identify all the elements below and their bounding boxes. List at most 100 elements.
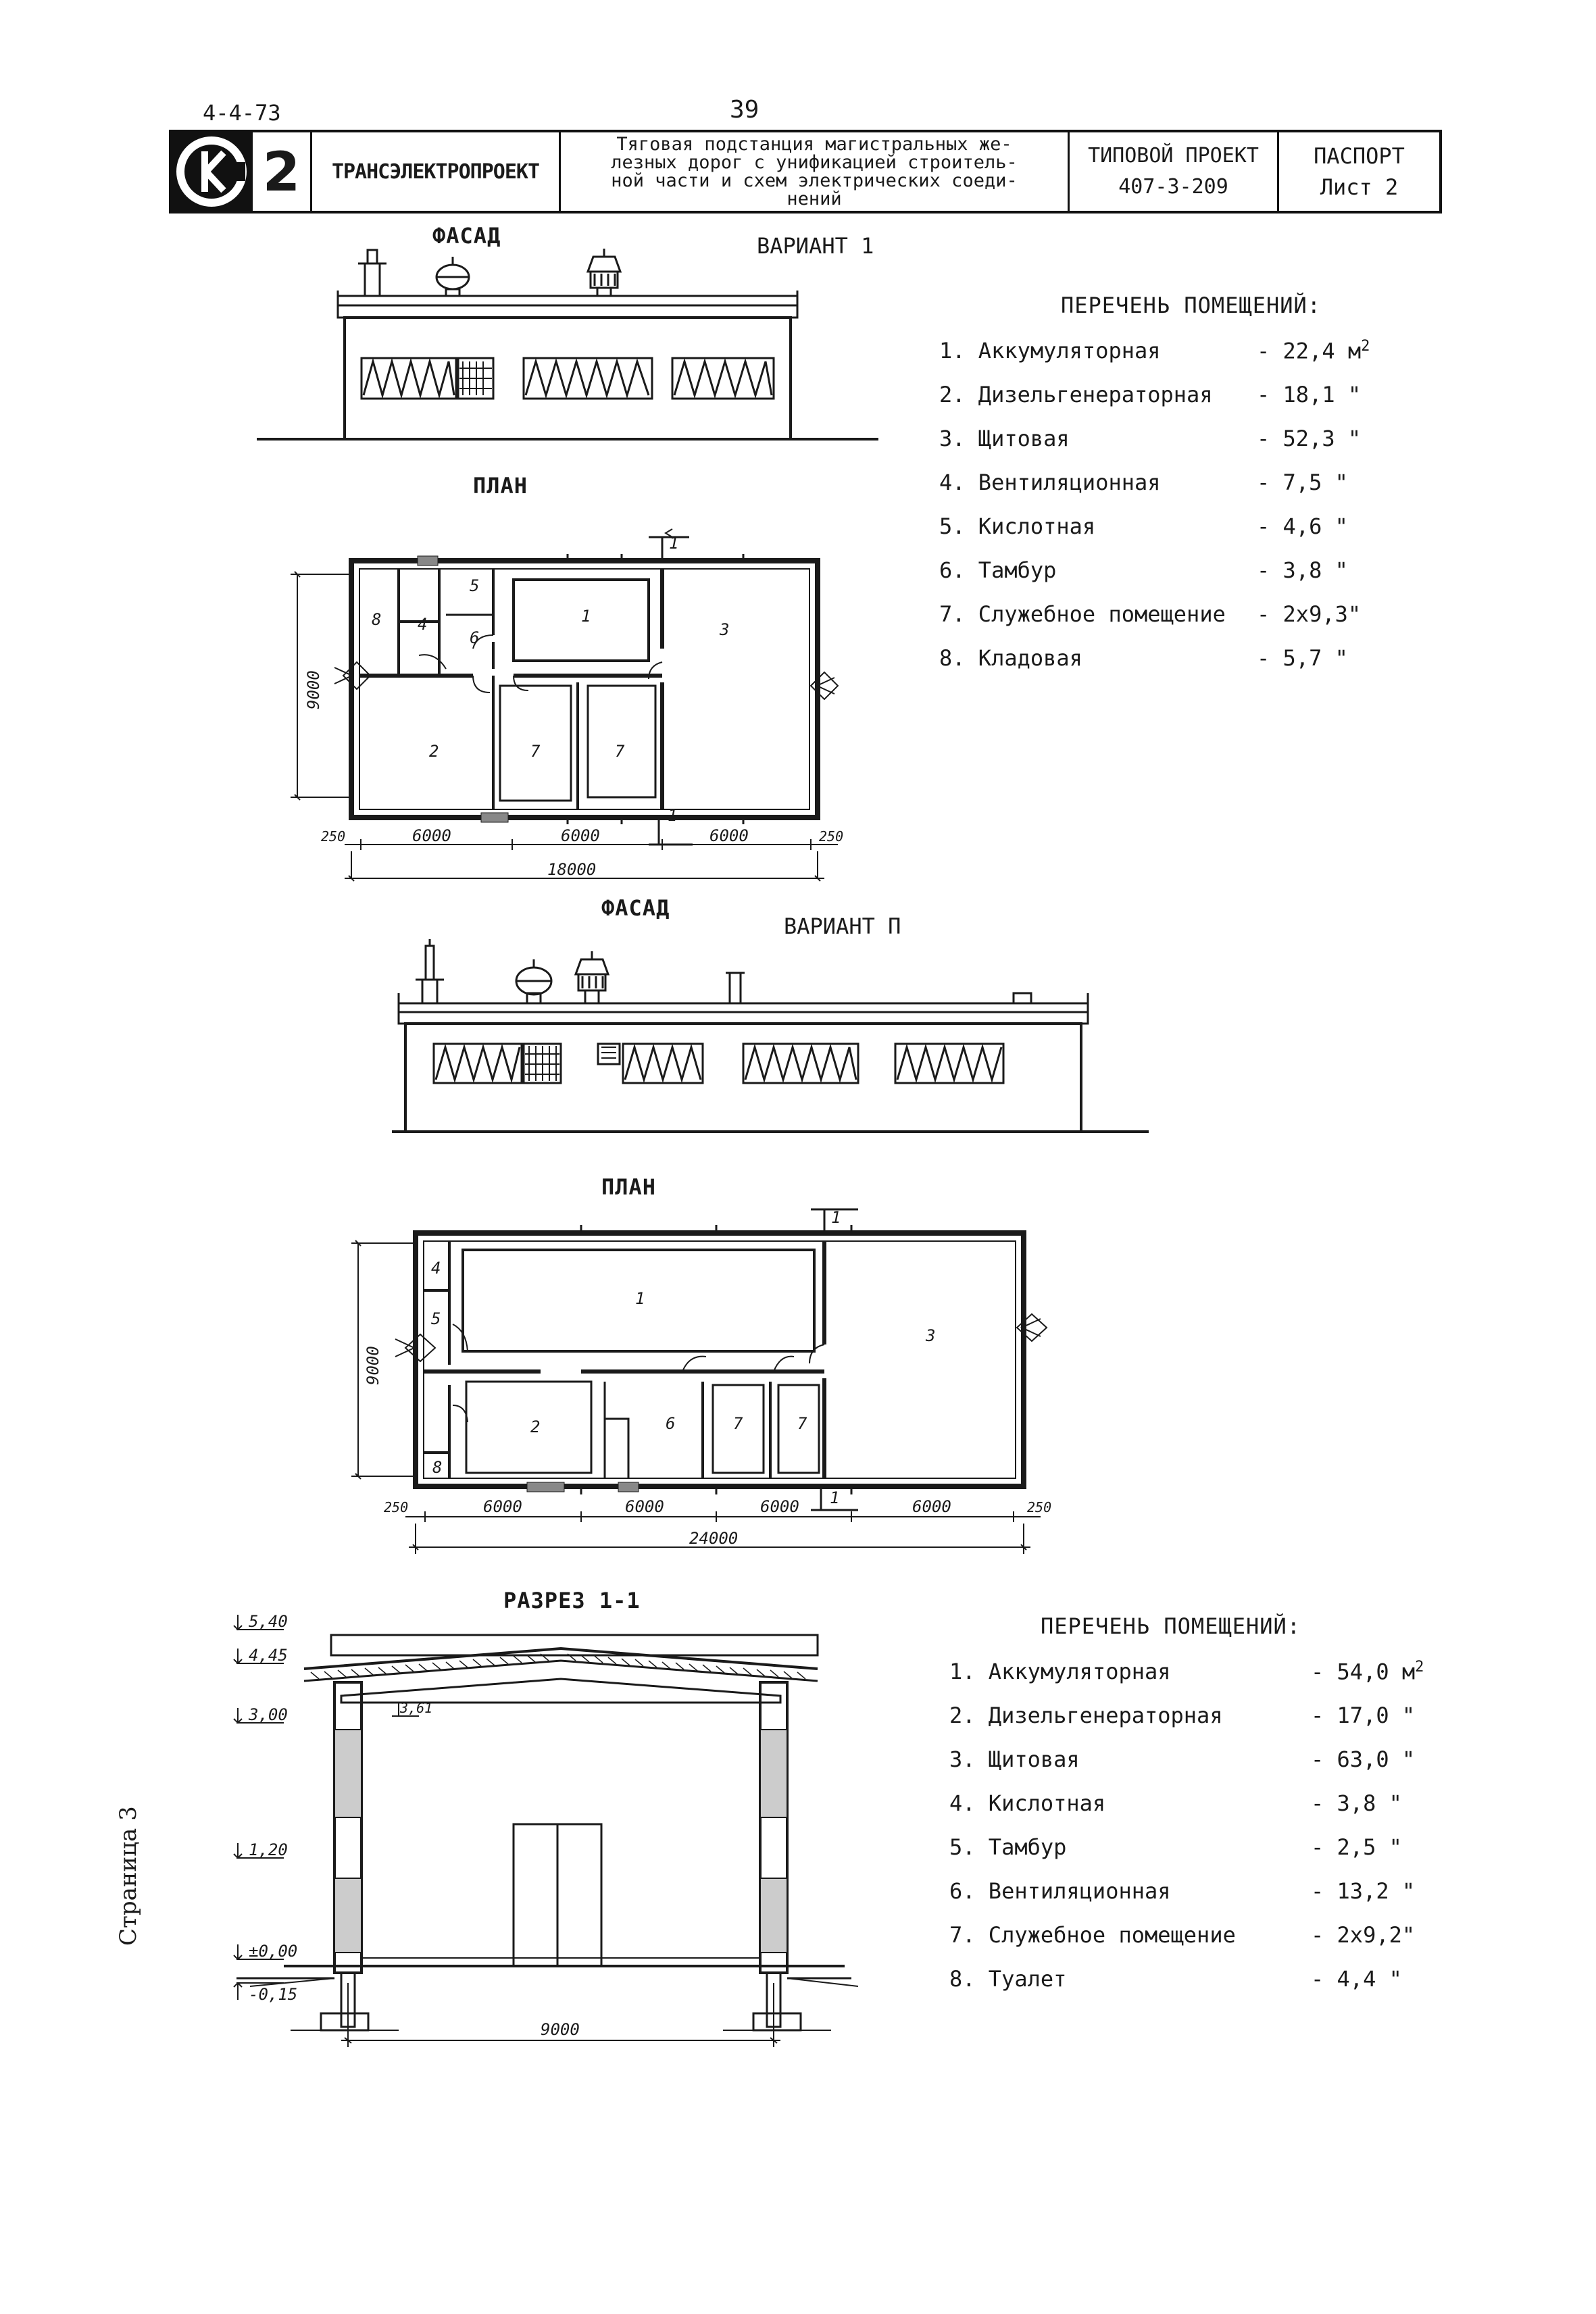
parapet	[330, 1634, 819, 1657]
entrance-door-right	[1016, 1313, 1048, 1342]
room-area: - 13,2 "	[1311, 1878, 1416, 1904]
list-item: 7. Служебное помещение	[939, 601, 1226, 627]
level-540: 5,40	[249, 1612, 288, 1631]
room-number-2: 2	[429, 742, 439, 761]
plan-drawing-v1: 1 2 3 4 5 6 7 7 8 1 1 9000 250 6000 6000…	[291, 528, 843, 882]
dimension-6000: 6000	[412, 826, 451, 845]
dimension-6000: 6000	[760, 1497, 799, 1516]
list-item: 8. Кладовая	[939, 645, 1082, 671]
dimension-250: 250	[321, 828, 345, 845]
room-area: - 3,8 "	[1311, 1790, 1402, 1816]
building-wall	[343, 316, 792, 441]
total-dimension: 24000	[689, 1529, 738, 1548]
room-number-7: 7	[530, 742, 541, 761]
chimney	[728, 972, 742, 1005]
level-300: 3,00	[248, 1705, 288, 1724]
entrance-door-right	[809, 671, 839, 701]
parapet	[397, 1002, 1089, 1025]
window	[894, 1042, 1005, 1084]
room-number-3: 3	[925, 1326, 935, 1345]
variant-1-label: ВАРИАНТ 1	[757, 233, 874, 259]
room-area: - 63,0 "	[1311, 1746, 1416, 1772]
room-number-5: 5	[431, 1309, 441, 1328]
plan-height-dimension: 9000	[364, 1346, 382, 1385]
entrance-door-left	[334, 661, 372, 690]
vent-grille	[597, 1042, 621, 1065]
section-mark-label: 1	[830, 1488, 839, 1507]
level-000: ±0,00	[249, 1942, 297, 1961]
section-mark-top	[811, 1208, 858, 1233]
parapet	[336, 295, 799, 319]
room-area: - 2,5 "	[1311, 1834, 1402, 1860]
room-area: - 5,7 "	[1257, 645, 1348, 671]
project-description: Тяговая подстанция магистральных же- лез…	[561, 132, 1070, 211]
variant-2-label: ВАРИАНТ П	[784, 913, 901, 939]
vent-grille	[457, 357, 495, 400]
title-block: 2 ТРАНСЭЛЕКТРОПРОЕКТ Тяговая подстанция …	[169, 130, 1442, 213]
pipe-outlet	[1012, 992, 1032, 1005]
plan-drawing-v2: 1 2 3 4 5 6 7 7 8 1 1 9000 250 6000 6000…	[351, 1208, 1051, 1554]
list-item: 2. Дизельгенераторная	[949, 1703, 1223, 1728]
project-label: ТИПОВОЙ ПРОЕКТ	[1088, 144, 1259, 168]
chimney	[364, 262, 381, 297]
document-code: 4-4-73	[203, 100, 281, 126]
room-list-title-v2: ПЕРЕЧЕНЬ ПОМЕЩЕНИЙ:	[1041, 1613, 1301, 1639]
section-drawing: 5,40 4,45 3,00 1,20 ±0,00 -0,15 3,61 900…	[233, 1612, 859, 2047]
section-width-label: 9000	[541, 2020, 580, 2039]
section-mark-label: 1	[668, 806, 677, 825]
room-number-5: 5	[470, 576, 479, 595]
room-area: - 18,1 "	[1257, 382, 1362, 407]
list-item: 3. Щитовая	[939, 426, 1070, 451]
room-area: - 3,8 "	[1257, 557, 1348, 583]
list-item: 6. Тамбур	[939, 557, 1057, 583]
height-dimension	[291, 574, 351, 798]
organization-name: ТРАНСЭЛЕКТРОПРОЕКТ	[312, 132, 561, 211]
plan-height-dimension: 9000	[304, 670, 323, 709]
vent-grille	[526, 1482, 565, 1492]
room-1-wall	[512, 578, 650, 662]
level-marks	[236, 1629, 284, 1984]
room-area: - 4,4 "	[1311, 1966, 1402, 1992]
deflector	[586, 255, 622, 273]
level-120: 1,20	[249, 1840, 288, 1859]
list-item: 5. Тамбур	[949, 1834, 1067, 1860]
facade-drawing-v2	[392, 939, 1149, 1133]
room-number-2: 2	[530, 1417, 540, 1436]
room-number-6: 6	[470, 628, 479, 647]
level-445: 4,45	[249, 1646, 288, 1665]
passport-cell: ПАСПОРТ Лист 2	[1279, 132, 1439, 211]
room-area: - 2х9,3"	[1257, 601, 1362, 627]
window	[432, 1042, 523, 1084]
dimension-6000: 6000	[912, 1497, 951, 1516]
outer-wall	[413, 1230, 1026, 1489]
facade-heading-v1: ФАСАД	[432, 223, 501, 249]
side-page-label: Страница 3	[115, 1806, 142, 1946]
outer-wall	[349, 558, 820, 820]
sheet-label: Лист 2	[1320, 174, 1399, 200]
total-dimension: 18000	[547, 860, 596, 879]
room-number-7: 7	[615, 742, 625, 761]
window	[671, 357, 775, 400]
dimension-250: 250	[384, 1499, 408, 1515]
organization-logo	[172, 132, 253, 211]
room-number-1: 1	[581, 607, 591, 626]
list-item: 5. Кислотная	[939, 513, 1096, 539]
vent-grille	[522, 1042, 562, 1084]
list-item: 7. Служебное помещение	[949, 1922, 1236, 1948]
project-cell: ТИПОВОЙ ПРОЕКТ 407-3-209	[1070, 132, 1279, 211]
dimension-6000: 6000	[561, 826, 600, 845]
dimension-6000: 6000	[483, 1497, 522, 1516]
vent-grille	[480, 812, 509, 823]
description-line: Тяговая подстанция магистральных же-	[616, 134, 1012, 155]
inner-height-mark: 3,61	[399, 1700, 432, 1716]
description-line: ной части и схем электрических соеди-	[611, 170, 1018, 191]
list-item: 1. Аккумуляторная	[939, 338, 1161, 363]
passport-label: ПАСПОРТ	[1314, 143, 1405, 169]
room-number-8: 8	[372, 610, 381, 629]
list-item: 1. Аккумуляторная	[949, 1659, 1171, 1684]
room-number-1: 1	[635, 1289, 645, 1308]
section-mark-bottom	[811, 1486, 858, 1511]
room-area: - 22,4 м2	[1257, 338, 1370, 364]
room-area: - 52,3 "	[1257, 426, 1362, 451]
